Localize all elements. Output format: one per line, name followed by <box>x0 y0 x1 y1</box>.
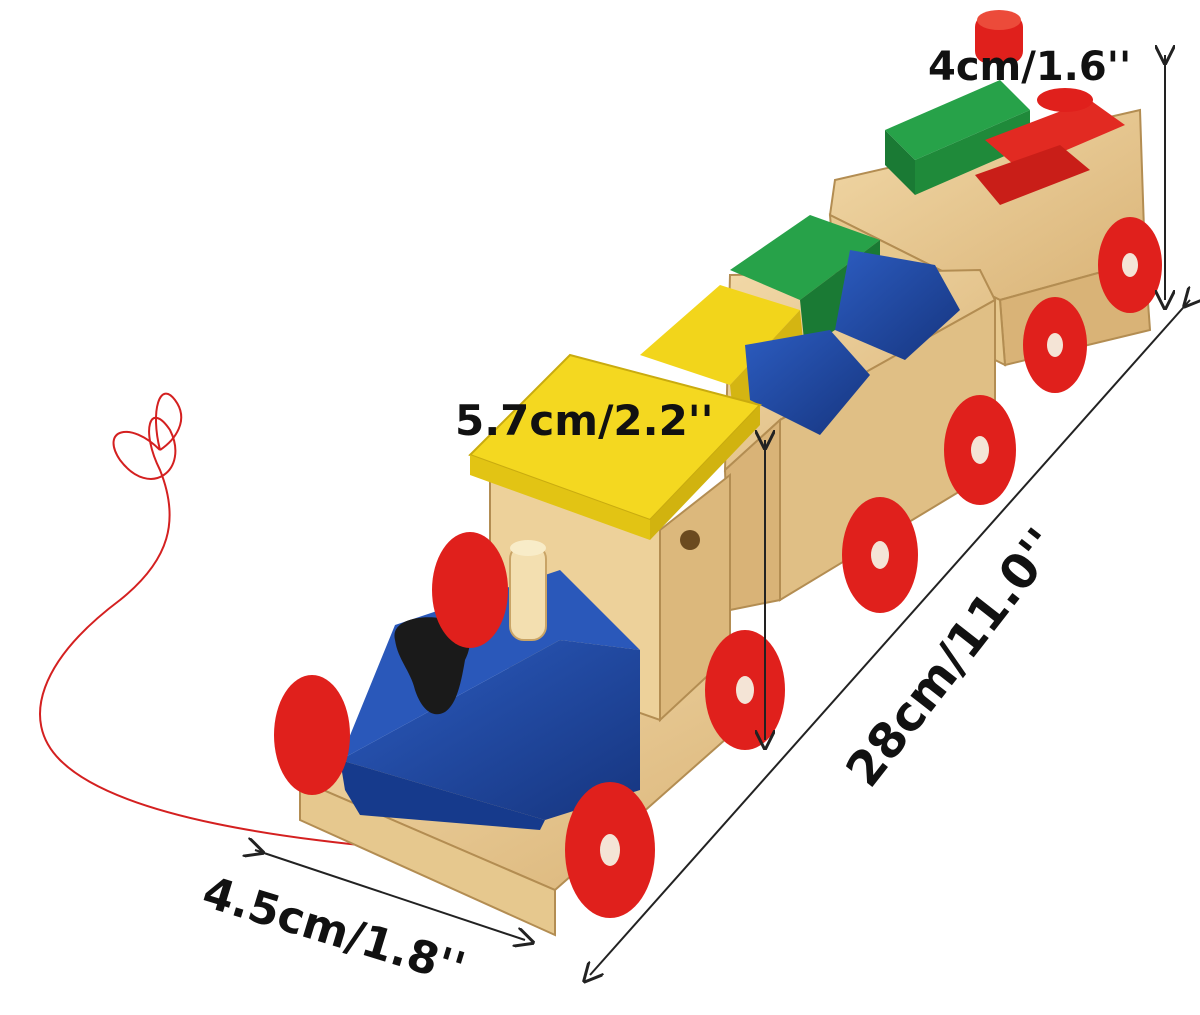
boiler <box>340 640 640 820</box>
locomotive-wheel-2 <box>432 532 508 648</box>
width-label: 4.5cm/1.8'' <box>197 867 471 995</box>
length-line <box>590 300 1190 975</box>
locomotive-wheel-3 <box>274 675 350 795</box>
chimney <box>394 617 470 715</box>
width-line <box>255 850 525 940</box>
height-front-label: 5.7cm/2.2'' <box>455 396 714 445</box>
green-block-middle <box>730 215 880 300</box>
steam-dome <box>509 544 547 641</box>
red-block-rear <box>985 100 1125 170</box>
green-block-rear <box>885 80 1030 160</box>
height-rear-label: 4cm/1.6'' <box>928 44 1131 90</box>
pull-string <box>39 392 411 851</box>
dimension-lines <box>255 55 1190 975</box>
